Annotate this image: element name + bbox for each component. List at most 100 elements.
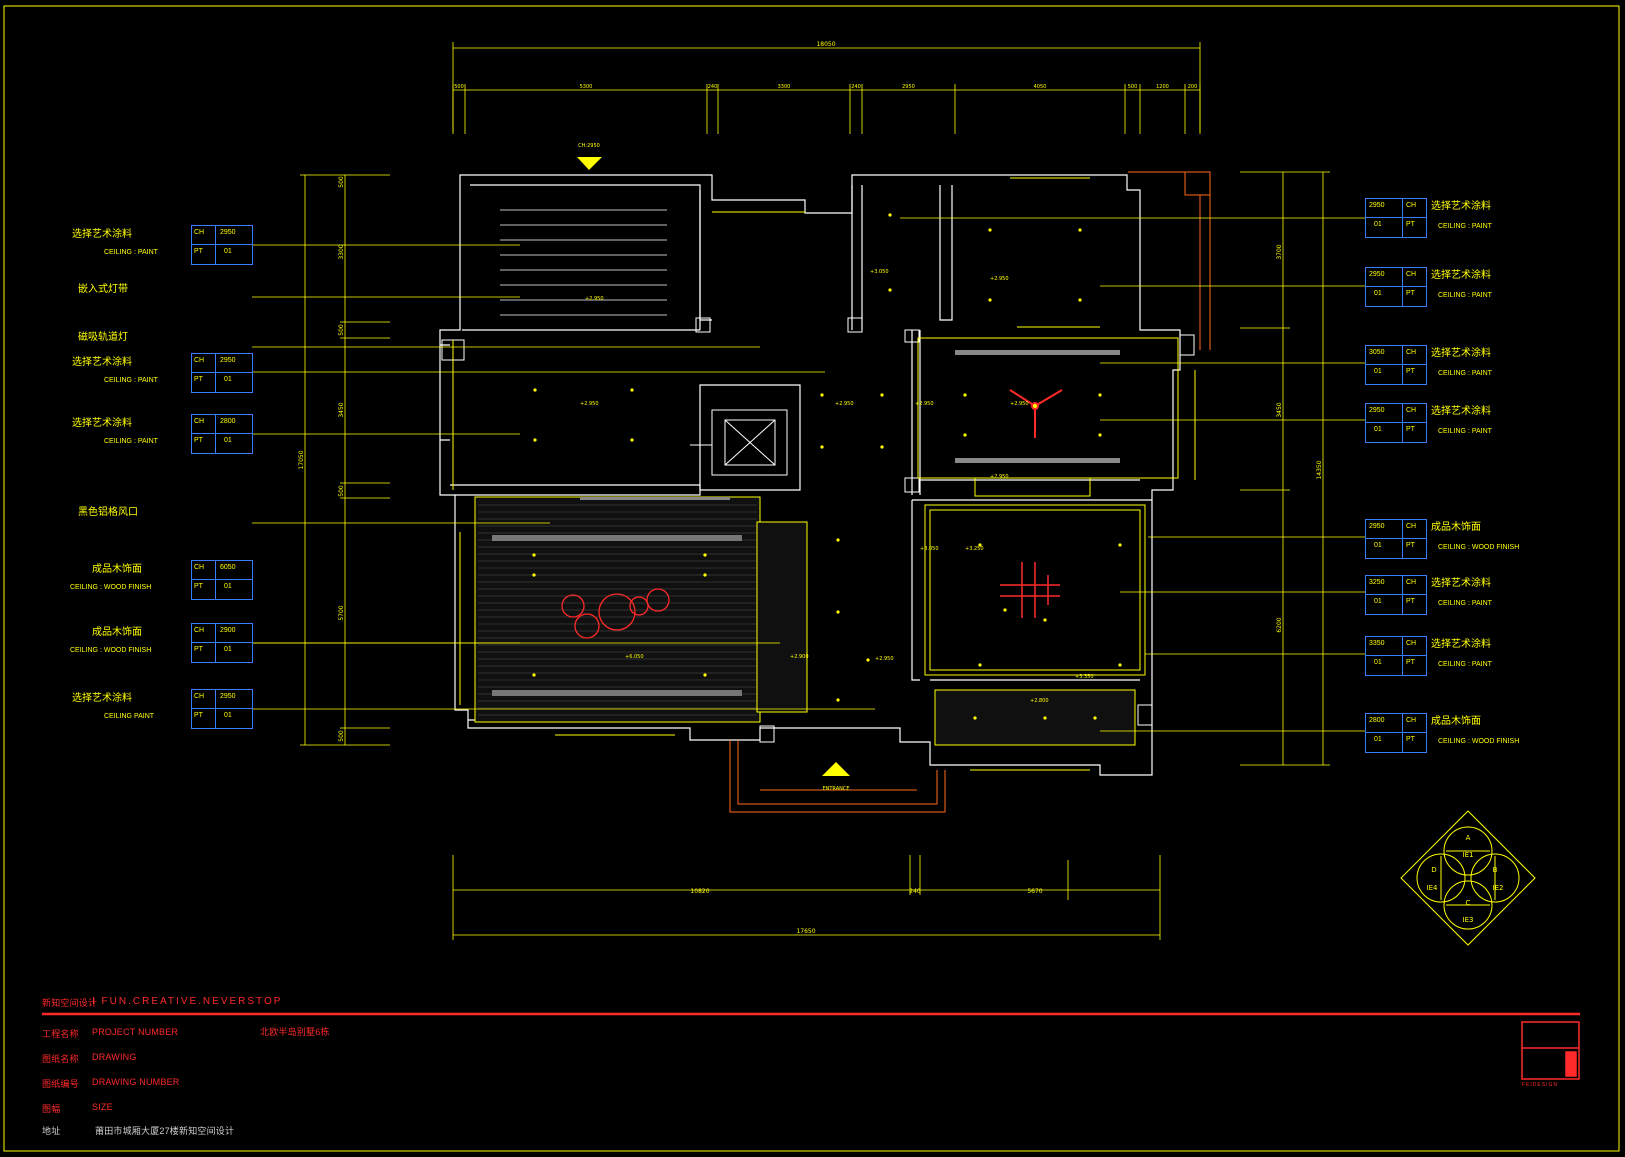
leader-lines — [252, 217, 1365, 732]
pendant-light-circles — [561, 588, 670, 639]
right-dimensions — [1240, 171, 1330, 766]
elevation-labels: +2.950+2.950+2.950+3.050+2.950+2.950+6.0… — [580, 269, 1094, 704]
tag-cell: 2800 — [220, 418, 236, 425]
tag-cell: PT — [194, 712, 203, 719]
downlight-1 — [533, 388, 537, 392]
downlight-26 — [836, 610, 840, 614]
entrance-label: ENTRANCE — [822, 786, 849, 792]
tag-cell: PT — [194, 248, 203, 255]
tag-cell: PT — [1406, 736, 1415, 743]
bottom-dim-2: 240 — [909, 888, 921, 895]
top-dim-5: 240 — [851, 84, 861, 90]
tag-divider — [1366, 217, 1426, 218]
left-label-1-cn: 选择艺术涂料 — [72, 229, 132, 240]
tag-cell: 3250 — [1369, 579, 1385, 586]
left-label-7-en: CEILING : WOOD FINISH — [70, 584, 152, 591]
left-label-4-cn: 选择艺术涂料 — [72, 357, 132, 368]
row-label-drawing: 图纸名称 — [42, 1054, 79, 1064]
compass-c: C — [1466, 899, 1471, 907]
tag-cell: CH — [194, 418, 205, 425]
left-label-4-en: CEILING : PAINT — [104, 377, 158, 384]
left-dim-4: 3450 — [338, 402, 345, 417]
tag-divider — [1402, 404, 1403, 442]
top-dim-9: 1200 — [1156, 84, 1169, 90]
top-dim-10: 200 — [1188, 84, 1198, 90]
row-value-project: PROJECT NUMBER — [92, 1027, 179, 1037]
tag-cell: CH — [194, 564, 205, 571]
left-dimensions — [300, 174, 390, 746]
left-dim-3: 500 — [338, 324, 345, 336]
downlight-23 — [532, 673, 536, 677]
top-total-dimension: 18050 — [816, 41, 835, 48]
right-label-1-cn: 选择艺术涂料 — [1431, 201, 1491, 212]
top-dim-4: 3300 — [778, 84, 791, 90]
top-dim-8: 500 — [1128, 84, 1138, 90]
ceiling-boundaries — [452, 177, 1196, 771]
tag-cell: 3050 — [1369, 349, 1385, 356]
tag-cell: 2950 — [1369, 523, 1385, 530]
elevation-label-13: +2.950 — [990, 474, 1009, 480]
balcony-outline — [729, 171, 1211, 813]
tag-cell: 01 — [1374, 368, 1382, 375]
compass-b: B — [1493, 866, 1498, 874]
downlight-2 — [630, 388, 634, 392]
tag-cell: PT — [1406, 426, 1415, 433]
tag-cell: PT — [1406, 368, 1415, 375]
elevator-shaft — [690, 409, 788, 476]
downlight-27 — [836, 698, 840, 702]
top-dim-6: 2950 — [902, 84, 915, 90]
right-label-7-cn: 选择艺术涂料 — [1431, 639, 1491, 650]
compass-d: D — [1431, 866, 1436, 874]
tag-cell: 01 — [224, 583, 232, 590]
elevation-label-10: +3.250 — [965, 546, 984, 552]
downlight-9 — [888, 213, 892, 217]
tag-cell: 01 — [1374, 426, 1382, 433]
tag-divider — [215, 624, 216, 662]
tag-cell: CH — [194, 229, 205, 236]
bottom-dimensions — [452, 855, 1161, 940]
downlight-12 — [1078, 228, 1082, 232]
tag-divider — [1366, 364, 1426, 365]
downlight-5 — [820, 393, 824, 397]
right-dim-1: 3700 — [1276, 244, 1283, 259]
downlight-6 — [880, 393, 884, 397]
elevation-label-4: +3.050 — [870, 269, 889, 275]
downlight-25 — [836, 538, 840, 542]
tag-cell: PT — [1406, 290, 1415, 297]
grid-chandelier-icon — [1000, 562, 1060, 618]
tag-cell: 2950 — [1369, 407, 1385, 414]
tag-divider — [192, 642, 252, 643]
tag-cell: CH — [1406, 717, 1417, 724]
row-value-size: SIZE — [92, 1102, 113, 1112]
downlight-10 — [888, 288, 892, 292]
tag-cell: CH — [1406, 271, 1417, 278]
tag-cell: 2950 — [220, 229, 236, 236]
left-dim-5: 500 — [338, 485, 345, 497]
tag-cell: 01 — [1374, 290, 1382, 297]
right-label-2-cn: 选择艺术涂料 — [1431, 270, 1491, 281]
tag-cell: CH — [194, 357, 205, 364]
tag-divider — [1402, 346, 1403, 384]
tag-divider — [192, 708, 252, 709]
tag-cell: 3350 — [1369, 640, 1385, 647]
downlight-20 — [532, 573, 536, 577]
left-label-9-cn: 选择艺术涂料 — [72, 693, 132, 704]
tag-divider — [1366, 538, 1426, 539]
right-dim-3: 6200 — [1276, 617, 1283, 632]
company-logo-icon — [1521, 1021, 1580, 1080]
row-label-project: 工程名称 — [42, 1029, 79, 1039]
downlight-7 — [820, 445, 824, 449]
tag-cell: PT — [1406, 542, 1415, 549]
tag-cell: CH — [1406, 202, 1417, 209]
address-label: 地址 — [42, 1126, 61, 1136]
elevation-label-15: +3.050 — [920, 546, 939, 552]
right-label-2-en: CEILING : PAINT — [1438, 292, 1492, 299]
